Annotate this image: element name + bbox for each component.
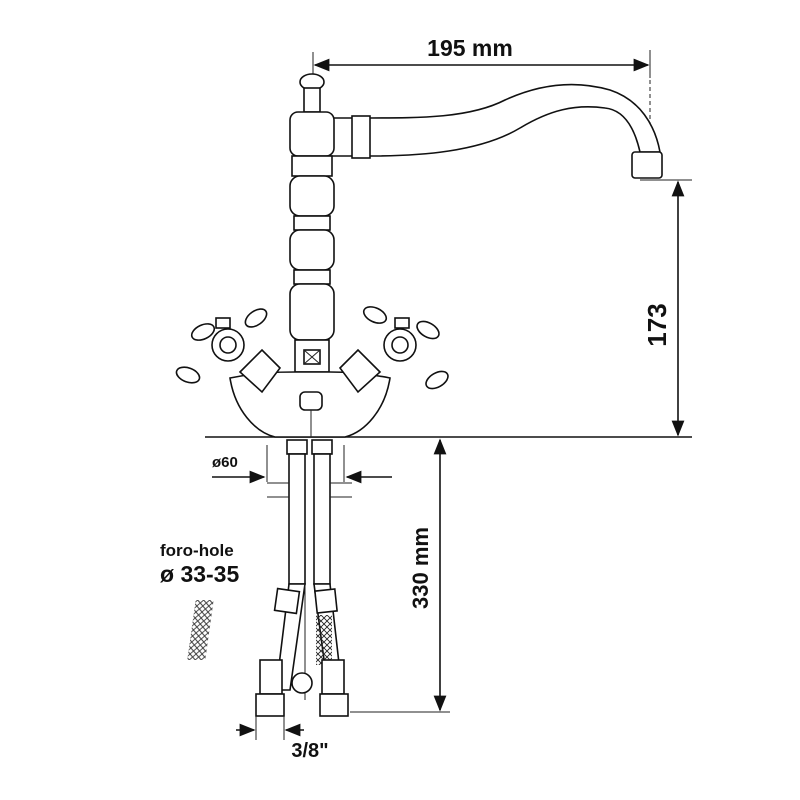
base-diameter-dimension: ø60 <box>212 445 392 484</box>
reach-label: 195 mm <box>427 35 513 61</box>
faucet-body <box>175 73 663 438</box>
connection-dimension: 3/8" <box>236 716 329 762</box>
hose-length-label: 330 mm <box>408 527 433 609</box>
connection-size-label: 3/8" <box>291 740 328 762</box>
hose-length-dimension: 330 mm <box>350 438 450 713</box>
mount-hole-diameter: ø 33-35 <box>160 561 239 587</box>
height-label: 173 <box>642 303 672 346</box>
mount-hole-label: foro-hole <box>160 541 234 560</box>
base-diameter-label: ø60 <box>212 454 238 471</box>
height-dimension: 173 <box>640 179 692 437</box>
reach-dimension: 195 mm <box>312 35 651 178</box>
supply-hoses <box>187 439 352 717</box>
